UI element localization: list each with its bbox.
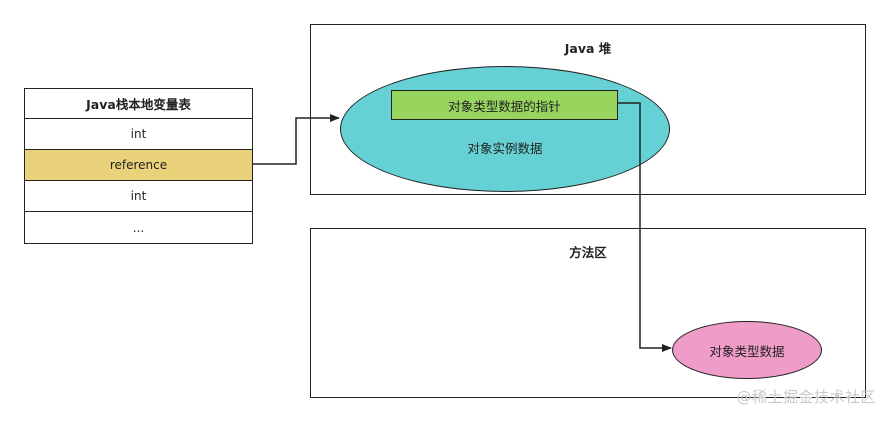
object-instance-label: 对象实例数据 [467, 141, 543, 156]
local-variable-table: Java栈本地变量表 int reference int ... [24, 88, 253, 244]
object-instance-ellipse [340, 66, 670, 192]
local-variable-table-header: Java栈本地变量表 [25, 89, 252, 119]
table-row: int [25, 181, 252, 212]
reference-row: reference [25, 150, 252, 181]
table-row: ... [132, 220, 145, 235]
java-heap-title: Java 堆 [564, 41, 612, 56]
method-area-title: 方法区 [569, 245, 607, 260]
table-row: int [25, 119, 252, 150]
object-type-data-ellipse: 对象类型数据 [672, 321, 822, 379]
reference-to-heap-arrow [253, 114, 340, 165]
watermark: @稀土掘金技术社区 [736, 388, 876, 406]
pointer-to-type-data-arrow [618, 102, 672, 352]
type-pointer-box: 对象类型数据的指针 [391, 90, 618, 120]
